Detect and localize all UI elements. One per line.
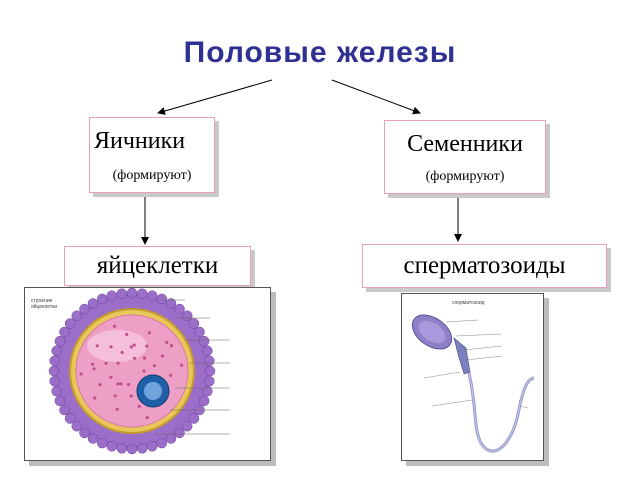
sperm-cell-picture: сперматозоид [401, 293, 544, 461]
cytoplasm-granules [79, 324, 184, 420]
corona-spikes [48, 287, 216, 455]
ovaries-box: Яичники (формируют) [89, 117, 215, 193]
arrow-to-ovaries [157, 79, 273, 115]
sperm-label: сперматозоиды [403, 252, 566, 279]
ovaries-label: Яичники [94, 128, 186, 154]
sperm-midpiece [453, 337, 471, 375]
sperm-leader-lines [423, 319, 529, 409]
diagram-title: Половые железы [183, 36, 457, 69]
eggs-box: яйцеклетки [64, 246, 251, 286]
eggs-label: яйцеклетки [96, 252, 219, 279]
cytoplasm-light [87, 330, 147, 362]
svg-text:сперматозоид: сперматозоид [452, 300, 485, 306]
sperm-cell-drawing: сперматозоид [411, 300, 535, 453]
egg-cell-picture: строение яйцеклетки [24, 287, 271, 461]
sperm-box: сперматозоиды [362, 244, 607, 288]
arrow-to-testes [331, 79, 421, 115]
egg-cell-drawing: строение яйцеклетки [31, 287, 230, 455]
ovaries-note: (формируют) [112, 168, 192, 183]
svg-text:строение: строение [31, 298, 53, 304]
svg-text:яйцеклетки: яйцеклетки [31, 303, 57, 310]
leader-lines [155, 299, 230, 435]
testes-box: Семенники (формируют) [384, 120, 546, 194]
testes-note: (формируют) [425, 169, 505, 184]
testes-label: Семенники [407, 131, 523, 157]
nucleolus [144, 382, 162, 400]
